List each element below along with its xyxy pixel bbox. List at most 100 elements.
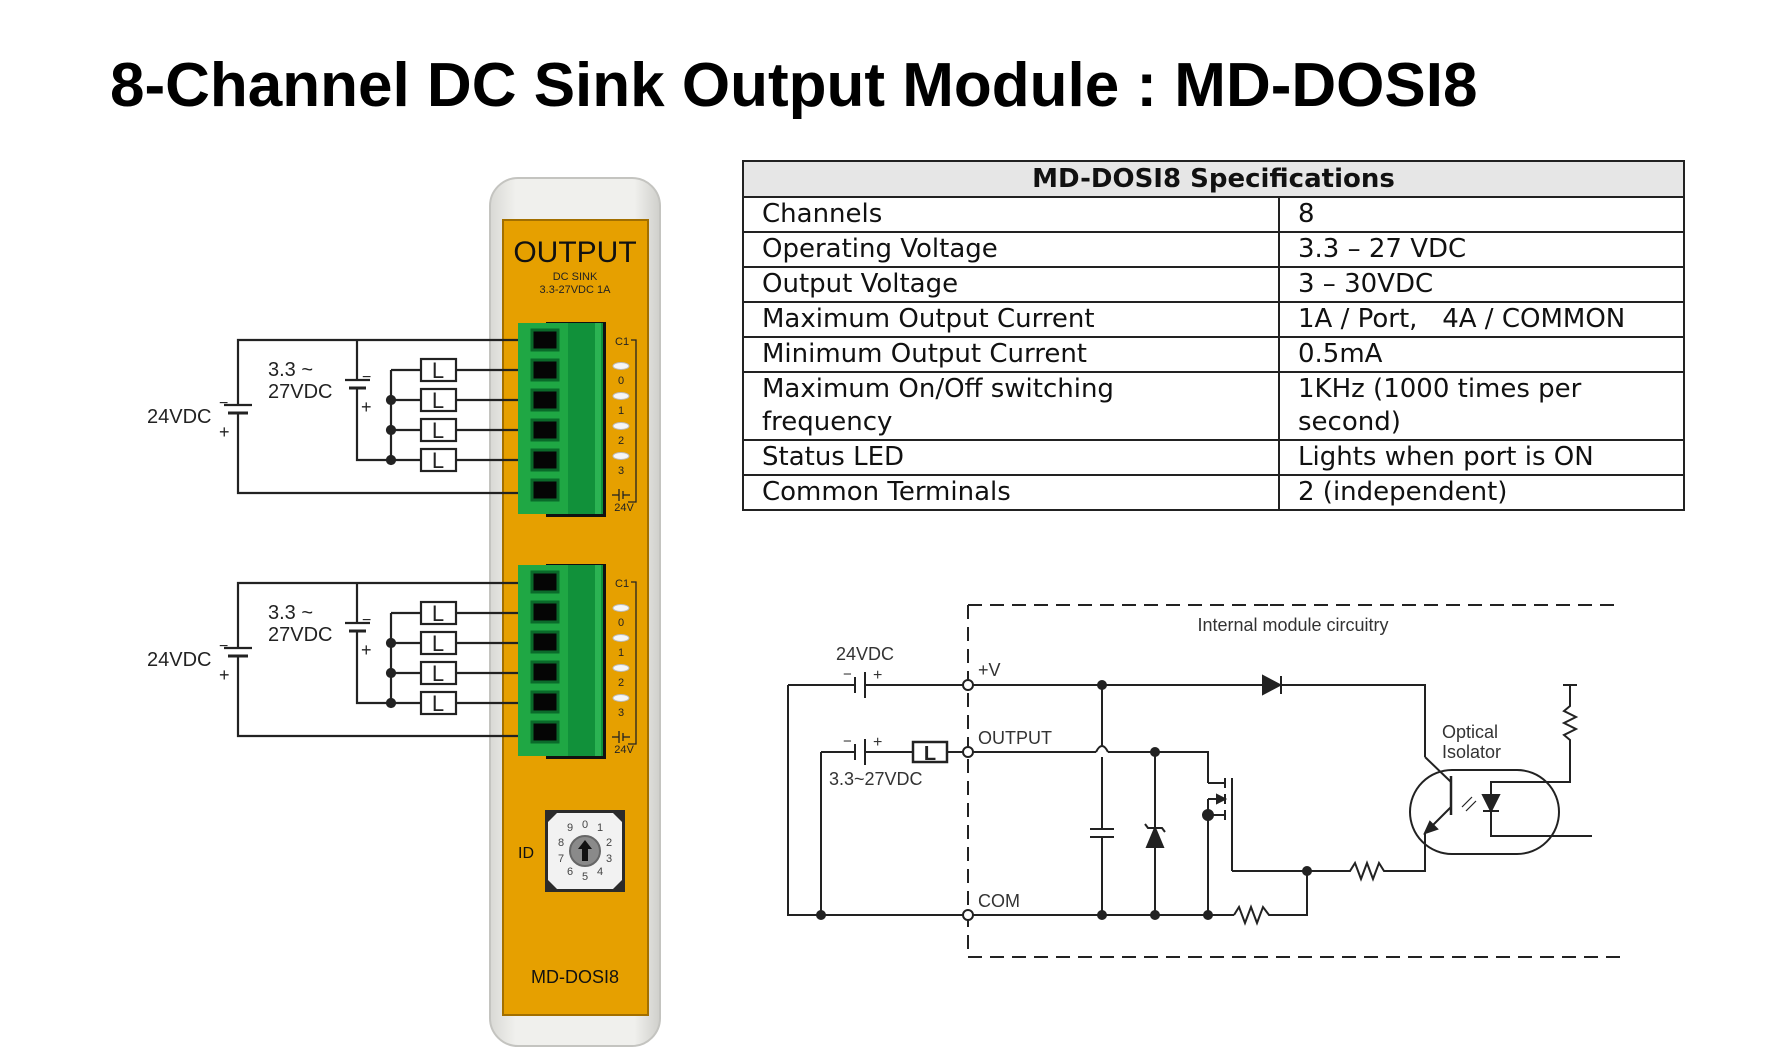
load-supply-label-1: 3.3 ~ bbox=[268, 359, 313, 381]
terminal-slot[interactable] bbox=[530, 600, 560, 624]
minus-sign: − bbox=[843, 733, 852, 750]
wire-hop bbox=[1095, 745, 1109, 753]
channel-label: 3 bbox=[618, 707, 624, 719]
terminal-label-com: COM bbox=[978, 891, 1020, 911]
wiring-group-2 bbox=[224, 581, 518, 738]
load-label: L bbox=[432, 601, 444, 626]
terminal-slot[interactable] bbox=[530, 720, 560, 744]
channel-label: 0 bbox=[618, 617, 624, 629]
wiring-group-1 bbox=[224, 338, 518, 495]
isolator-label-2: Isolator bbox=[1442, 742, 1501, 762]
terminal-slot[interactable] bbox=[530, 418, 560, 442]
spec-key: Channels bbox=[742, 196, 1280, 233]
spec-key: Status LED bbox=[742, 439, 1280, 476]
load-label: L bbox=[432, 691, 444, 716]
battery-symbol-icon bbox=[612, 731, 630, 743]
spec-value: 1A / Port, 4A / COMMON bbox=[1278, 301, 1685, 338]
junction-dot bbox=[385, 394, 397, 406]
junction-dot bbox=[1202, 809, 1214, 821]
wire bbox=[787, 685, 963, 916]
junction-dot bbox=[385, 697, 397, 709]
terminal-slot[interactable] bbox=[530, 358, 560, 382]
page-title: 8-Channel DC Sink Output Module : MD-DOS… bbox=[110, 51, 1478, 120]
channel-label: 2 bbox=[618, 677, 624, 689]
terminal-label-plus-v: +V bbox=[978, 660, 1001, 680]
diode-icon bbox=[1262, 674, 1283, 696]
minus-sign: − bbox=[219, 395, 228, 412]
junction-dot bbox=[816, 910, 826, 920]
status-led bbox=[612, 694, 630, 702]
terminal-slot[interactable] bbox=[530, 570, 560, 594]
wire bbox=[1108, 751, 1209, 783]
switch-digit: 2 bbox=[606, 837, 612, 849]
wire bbox=[236, 338, 518, 405]
switch-digit: 3 bbox=[606, 853, 612, 865]
isolator-label-1: Optical bbox=[1442, 722, 1498, 742]
terminal-slot[interactable] bbox=[530, 478, 560, 502]
resistor-icon bbox=[1561, 685, 1579, 748]
supply-label: 24VDC bbox=[147, 649, 211, 671]
terminal-slot[interactable] bbox=[530, 690, 560, 714]
channel-label: 2 bbox=[618, 435, 624, 447]
emitter-arrow bbox=[1423, 820, 1439, 835]
load-label: L bbox=[432, 418, 444, 443]
spec-value: Lights when port is ON bbox=[1278, 439, 1685, 476]
plus-sign: + bbox=[219, 422, 230, 442]
load-label: L bbox=[432, 388, 444, 413]
wiring-labels-1: 24VDC − + 3.3 ~ 27VDC − + L L L L bbox=[147, 358, 444, 473]
terminal-slot[interactable] bbox=[530, 328, 560, 352]
spec-key: Maximum On/Off switching frequency bbox=[742, 371, 1280, 441]
channel-label: 0 bbox=[618, 375, 624, 387]
module-model-label: MD-DOSI8 bbox=[531, 967, 619, 987]
junction-dot bbox=[385, 454, 397, 466]
status-led bbox=[612, 664, 630, 672]
spec-key: Minimum Output Current bbox=[742, 336, 1280, 373]
spec-key: Common Terminals bbox=[742, 474, 1280, 511]
id-label: ID bbox=[518, 845, 534, 862]
status-led bbox=[612, 422, 630, 430]
load-label: L bbox=[432, 358, 444, 383]
terminal-slot[interactable] bbox=[530, 448, 560, 472]
minus-sign: − bbox=[219, 638, 228, 655]
module-subheader-1: DC SINK bbox=[553, 271, 598, 283]
io-module: OUTPUT DC SINK 3.3-27VDC 1A C1 bbox=[489, 177, 661, 1047]
wire bbox=[1490, 748, 1571, 795]
status-led bbox=[612, 392, 630, 400]
switch-digit: 6 bbox=[567, 866, 573, 878]
terminal-slot[interactable] bbox=[530, 660, 560, 684]
spec-value: 8 bbox=[1278, 196, 1685, 233]
arrow-up-icon bbox=[578, 840, 592, 861]
terminal-block-2: C1 0 1 2 3 24V bbox=[518, 564, 637, 759]
transistor-collector bbox=[1424, 756, 1452, 783]
load-supply-label-2: 27VDC bbox=[268, 381, 332, 403]
wiring-labels-2: 24VDC − + 3.3 ~ 27VDC − + L L L L bbox=[147, 601, 444, 716]
spec-key: Output Voltage bbox=[742, 266, 1280, 303]
supply-label: 24V bbox=[614, 744, 634, 756]
plus-sign: + bbox=[361, 397, 372, 417]
terminal-slot[interactable] bbox=[530, 388, 560, 412]
common-label: C1 bbox=[615, 578, 629, 590]
switch-digit: 4 bbox=[597, 866, 603, 878]
terminal-plus-v bbox=[962, 679, 974, 691]
switch-digits: 0 1 2 3 4 5 6 7 8 9 bbox=[558, 819, 612, 883]
spec-key: Operating Voltage bbox=[742, 231, 1280, 268]
junction-dot bbox=[385, 637, 397, 649]
rotary-id-switch[interactable]: 0 1 2 3 4 5 6 7 8 9 bbox=[545, 810, 625, 892]
terminal-com bbox=[962, 909, 974, 921]
plus-sign: + bbox=[219, 665, 230, 685]
terminal-label-output: OUTPUT bbox=[978, 728, 1052, 748]
terminal-slot[interactable] bbox=[530, 630, 560, 654]
spec-value: 1KHz (1000 times per second) bbox=[1278, 371, 1685, 441]
terminal-screws bbox=[530, 570, 560, 744]
led-diode-icon bbox=[1481, 794, 1501, 814]
junction-dot bbox=[1097, 910, 1107, 920]
wire bbox=[1140, 684, 1426, 757]
